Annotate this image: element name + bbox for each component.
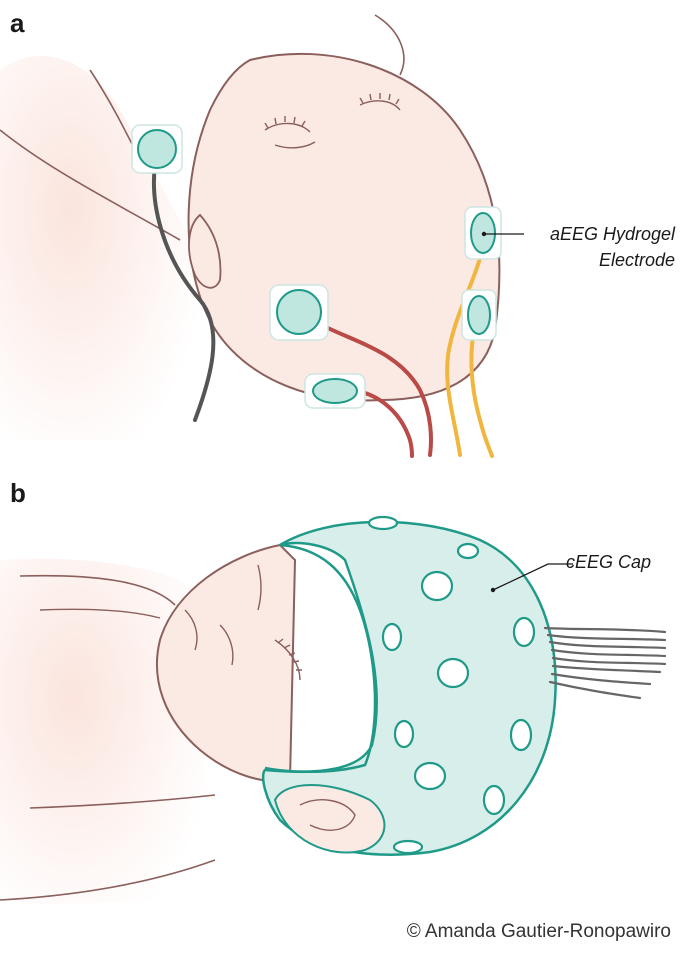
cap-electrode-9 [413, 761, 447, 791]
cap-electrode-6 [436, 657, 470, 689]
copyright-credit: © Amanda Gautier-Ronopawiro [406, 921, 671, 942]
panel-a-letter: a [10, 8, 25, 38]
panel-a-callout-line1: aEEG Hydrogel [549, 224, 675, 244]
panel-b-body-line-bottom [0, 859, 216, 901]
panel-b-body-line-top [19, 574, 176, 606]
panel-b-face [156, 543, 297, 783]
panel-a-wire-red-1 [303, 313, 433, 457]
panel-b-callout-line [492, 563, 573, 591]
panel-a-callout-line2: Electrode [598, 250, 675, 270]
panel-a-ear [188, 213, 222, 289]
cap-electrode-11 [392, 839, 424, 855]
panel-b-callout-label: cEEG Cap [566, 552, 652, 572]
panel-a-callout-label: aEEG Hydrogel Electrode [515, 221, 675, 273]
panel-b-cables [543, 626, 667, 700]
cap-electrode-1 [367, 515, 399, 531]
panel-a-shoulder [0, 55, 200, 440]
panel-b-ear [273, 784, 386, 854]
panel-b-body [0, 558, 210, 905]
panel-a-wire-gray [152, 148, 216, 422]
cap-electrode-4 [512, 616, 536, 648]
panel-b-face-features [184, 564, 302, 681]
cap-electrode-7 [509, 718, 533, 752]
panel-a-arm-line [0, 129, 181, 241]
panel-a-eyes [264, 93, 401, 149]
cap-electrode-2 [456, 542, 480, 560]
panel-a-wire-red-2 [343, 388, 414, 458]
panel-b-callout-dot [490, 587, 496, 593]
panel-a-wire-yellow-1 [445, 233, 487, 457]
panel-a-figure [0, 14, 524, 458]
panel-a-electrode-temporal [269, 284, 329, 341]
panel-a-electrode-parietal-lower [461, 289, 497, 341]
panel-a-electrode-occipital [304, 373, 366, 409]
cap-electrode-3 [420, 570, 454, 602]
panel-b-body-line-mid [39, 608, 161, 619]
panel-b-ear-inner [299, 799, 356, 831]
panel-b-figure [0, 515, 667, 905]
cap-electrode-8 [393, 719, 415, 749]
panel-b-cap-face-edge [264, 543, 377, 773]
panel-a-top-line [374, 14, 405, 76]
panel-b-letter: b [10, 478, 26, 508]
panel-b-cap-electrodes [367, 515, 536, 855]
panel-b-body-line-low [29, 794, 216, 809]
cap-electrode-5 [381, 622, 403, 652]
cap-electrode-10 [482, 784, 506, 816]
panel-a-callout-dot [481, 231, 487, 237]
panel-a-head [187, 52, 501, 402]
panel-a-electrode-forehead [131, 124, 183, 174]
